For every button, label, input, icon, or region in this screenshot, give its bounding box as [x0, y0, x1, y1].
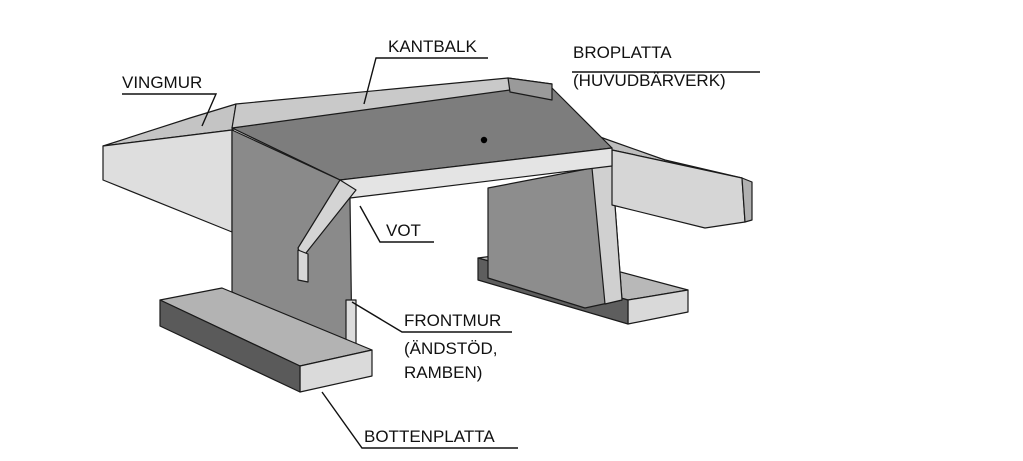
- deck-point-marker: [480, 136, 488, 144]
- left-footing-side: [159, 299, 301, 393]
- vot-leader: [359, 205, 434, 243]
- frontmur-label: FRONTMUR: [404, 311, 501, 330]
- bottenplatta-label: BOTTENPLATTA: [364, 427, 495, 446]
- vot-label: VOT: [386, 221, 421, 240]
- left-wing-face: [102, 129, 233, 233]
- edge-beam-end: [507, 77, 553, 101]
- left-leg-face: [231, 129, 353, 351]
- bottenplatta-leader: [321, 391, 518, 449]
- frontmur-leader: [351, 301, 512, 333]
- kantbalk-leader: [363, 57, 488, 105]
- right-wing-face: [611, 149, 746, 229]
- right-wing-end: [741, 177, 753, 223]
- broplatta-sub-label: (HUVUDBÄRVERK): [573, 71, 726, 90]
- left-footing: [159, 287, 373, 393]
- broplatta-label: BROPLATTA: [573, 43, 672, 62]
- kantbalk-label: KANTBALK: [388, 37, 477, 56]
- left-wing-wall: [102, 103, 237, 233]
- haunch-lower: [297, 249, 309, 283]
- frontmur-sub-label-1: (ÄNDSTÖD,: [404, 339, 498, 358]
- vingmur-label: VINGMUR: [122, 73, 202, 92]
- right-wing-wall: [599, 136, 753, 229]
- left-frame-leg: [231, 129, 357, 351]
- frontmur-sub-label-2: RAMBEN): [404, 363, 482, 382]
- vingmur-leader: [122, 93, 218, 127]
